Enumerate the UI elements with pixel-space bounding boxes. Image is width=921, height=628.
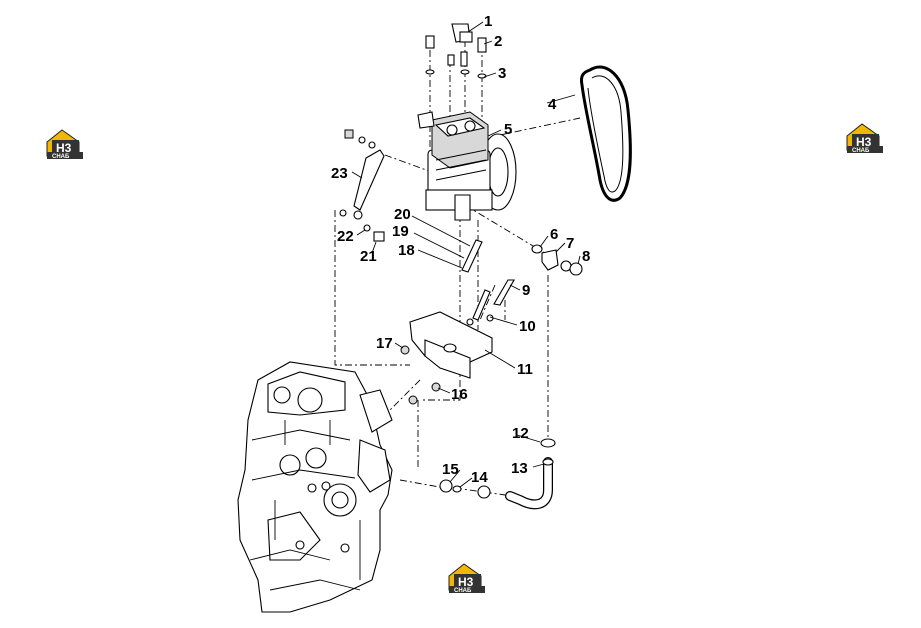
watermark-logo-right: H3 СНАБ [846,123,883,154]
callout-1: 1 [484,13,492,30]
connector-fittings [439,479,462,493]
callout-5: 5 [504,121,512,138]
logo-main-text: H3 [856,135,872,149]
oil-pipe [477,438,556,510]
callout-13: 13 [511,460,528,477]
callout-8: 8 [582,248,590,265]
logo-main-text: H3 [56,141,72,155]
callout-14: 14 [471,469,488,486]
callout-21: 21 [360,248,377,265]
callout-17: 17 [376,335,393,352]
engine-block [237,361,393,613]
pipe-fittings-right [531,244,583,276]
bolts [461,239,515,326]
callout-23: 23 [331,165,348,182]
callout-6: 6 [550,226,558,243]
callout-19: 19 [392,223,409,240]
callout-20: 20 [394,206,411,223]
callout-7: 7 [566,235,574,252]
brace-rod [339,129,385,242]
callout-10: 10 [519,318,536,335]
callout-16: 16 [451,386,468,403]
logo-sub-text: СНАБ [52,154,70,160]
logo-sub-text: СНАБ [852,148,870,154]
leader-lines [351,21,581,488]
watermark-logo-bottom: H3 СНАБ [448,563,485,594]
air-compressor [417,111,517,221]
top-fittings [425,23,487,79]
callout-labels: 1 2 3 4 5 6 7 8 9 10 11 12 13 14 15 16 1… [331,13,590,486]
callout-11: 11 [517,361,533,378]
callout-4: 4 [548,96,557,113]
callout-12: 12 [512,425,529,442]
drive-belt [580,65,632,202]
callout-2: 2 [494,33,502,50]
logo-sub-text: СНАБ [454,588,472,594]
callout-3: 3 [498,65,506,82]
callout-22: 22 [337,228,354,245]
nut-16 [431,382,441,392]
callout-18: 18 [398,242,415,259]
watermark-logo-left: H3 СНАБ [46,129,83,160]
logo-main-text: H3 [458,575,474,589]
nut [408,395,418,405]
callout-9: 9 [522,282,530,299]
callout-15: 15 [442,461,459,478]
mounting-bracket [409,311,493,379]
